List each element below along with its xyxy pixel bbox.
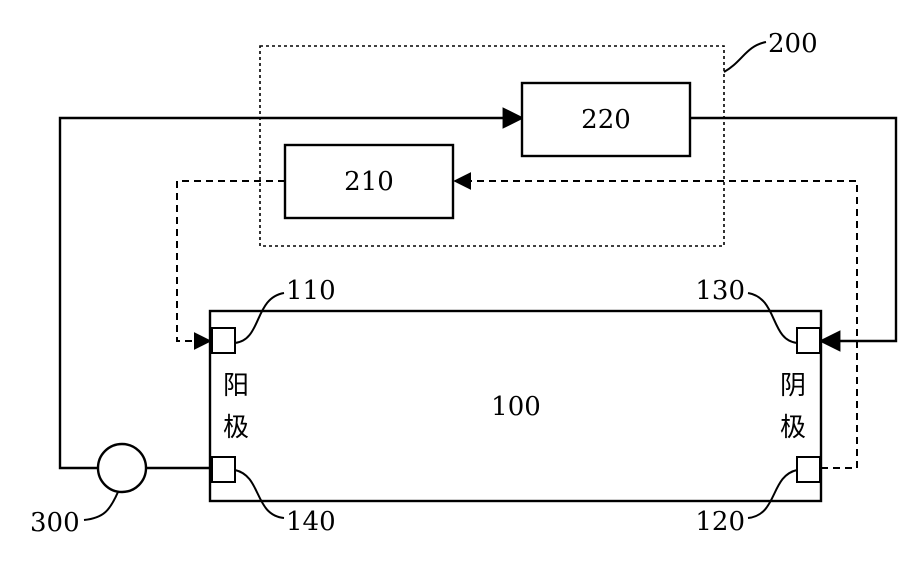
- component-300: [98, 444, 146, 492]
- leader-200: [724, 42, 766, 72]
- line-220-to-130: [690, 118, 896, 341]
- port-110: [212, 328, 235, 353]
- cathode-label-char-1: 阴: [780, 371, 806, 401]
- leader-300: [84, 492, 118, 520]
- label-200: 200: [768, 29, 818, 59]
- label-210: 210: [344, 167, 394, 197]
- label-130: 130: [695, 276, 745, 306]
- label-140: 140: [286, 507, 336, 537]
- label-110: 110: [286, 276, 336, 306]
- label-120: 120: [695, 507, 745, 537]
- port-130: [797, 328, 820, 353]
- label-100: 100: [491, 392, 541, 422]
- label-300: 300: [30, 508, 80, 538]
- anode-label-char-1: 阳: [223, 371, 249, 401]
- label-220: 220: [581, 105, 631, 135]
- cathode-label-char-2: 极: [780, 413, 806, 443]
- anode-label-char-2: 极: [223, 413, 249, 443]
- port-120: [797, 457, 820, 482]
- port-140: [212, 457, 235, 482]
